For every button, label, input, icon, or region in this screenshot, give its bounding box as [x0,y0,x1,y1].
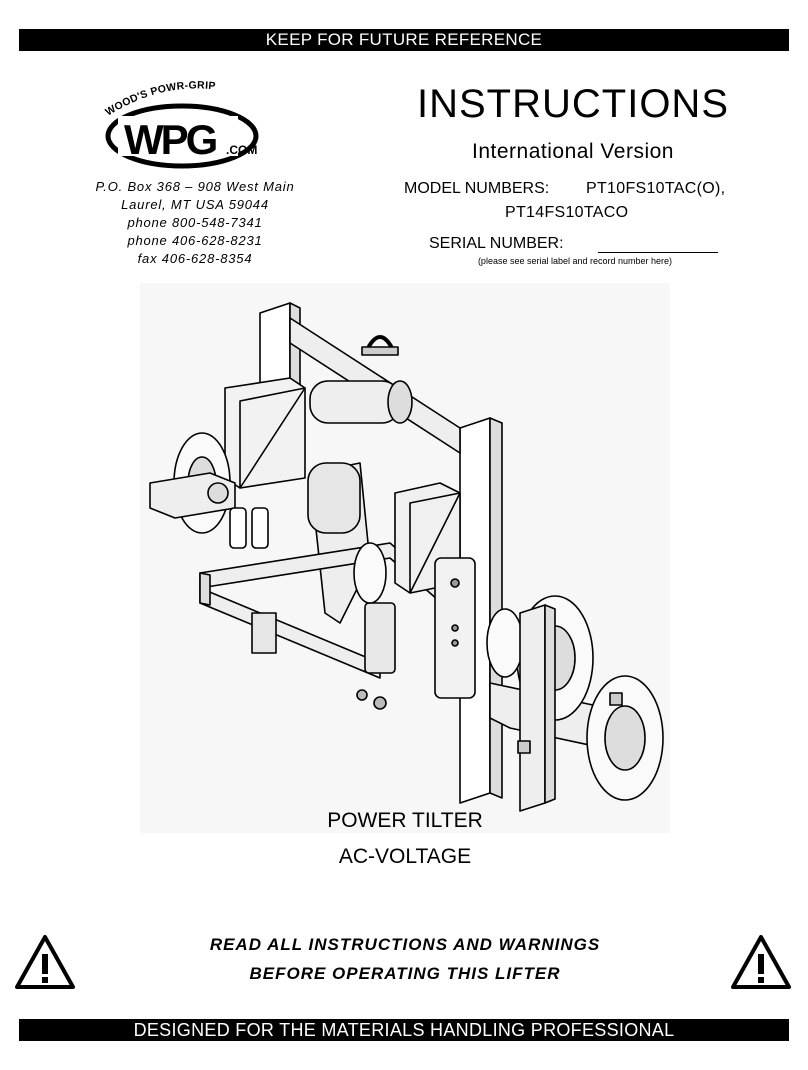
document-subtitle: International Version [472,140,674,163]
address-line-1: P.O. Box 368 – 908 West Main [95,179,295,194]
bottom-banner: DESIGNED FOR THE MATERIALS HANDLING PROF… [19,1019,789,1041]
logo-letters: WPG [124,116,217,163]
address-line-2: Laurel, MT USA 59044 [121,197,269,212]
model-number-1: PT10FS10TAC(O), [586,180,726,197]
document-title: INSTRUCTIONS [417,82,729,126]
address-line-5: fax 406-628-8354 [137,251,253,266]
warning-line-1: READ ALL INSTRUCTIONS AND WARNINGS [209,935,601,954]
power-tilter-drawing [140,283,670,833]
wpg-logo: WOOD'S POWR-GRIP WPG .COM [103,79,259,169]
warning-triangle-icon [15,935,75,989]
serial-number-note: (please see serial label and record numb… [477,256,673,266]
logo-suffix: .COM [226,143,257,157]
svg-text:WOOD'S POWR-GRIP: WOOD'S POWR-GRIP [103,79,216,118]
product-voltage: AC-VOLTAGE [338,845,472,868]
warning-triangle-icon [731,935,791,989]
product-name: POWER TILTER [327,809,483,832]
address-line-4: phone 406-628-8231 [127,233,263,248]
model-numbers-label: MODEL NUMBERS: [404,180,550,197]
top-banner: KEEP FOR FUTURE REFERENCE [19,29,789,51]
model-number-2: PT14FS10TACO [505,204,629,221]
logo-arc-text: WOOD'S POWR-GRIP [103,79,216,118]
serial-number-blank [598,252,718,253]
serial-number-label: SERIAL NUMBER: [429,235,564,252]
warning-line-2: BEFORE OPERATING THIS LIFTER [249,964,561,983]
address-line-3: phone 800-548-7341 [127,215,263,230]
